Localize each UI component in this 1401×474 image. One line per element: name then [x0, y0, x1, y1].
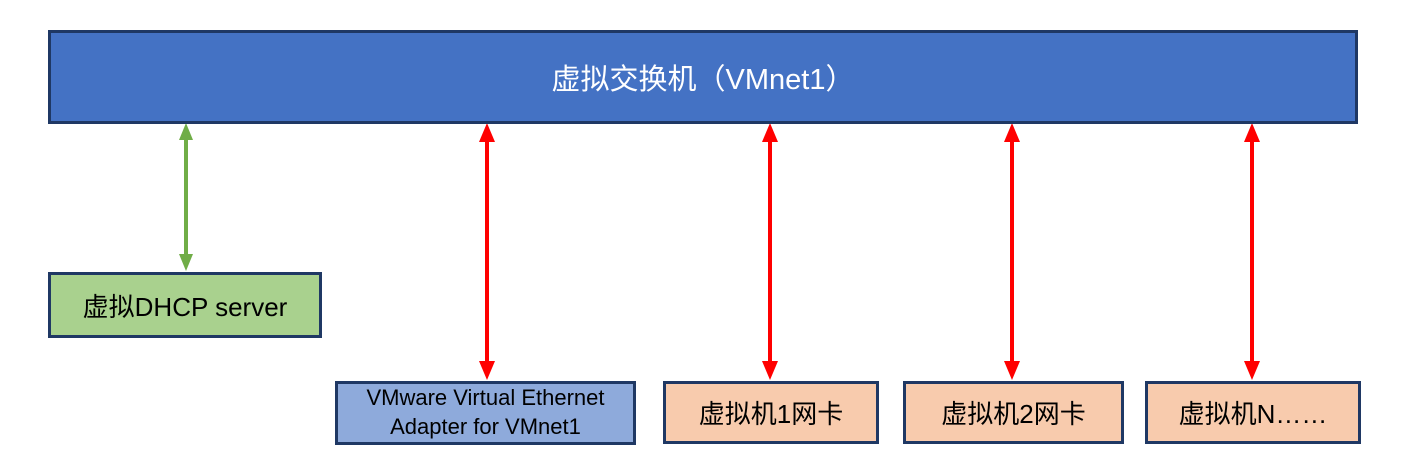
dhcp-server-node: 虚拟DHCP server	[48, 272, 322, 338]
vmN-link-arrow	[1244, 123, 1260, 380]
vmN-nic-node: 虚拟机N……	[1145, 381, 1361, 444]
vm1-link-arrow	[762, 123, 778, 380]
virtual-switch-label: 虚拟交换机（VMnet1）	[551, 64, 855, 96]
dhcp-arrow-head-top	[179, 123, 193, 140]
host-adapter-node: VMware Virtual Ethernet Adapter for VMne…	[335, 381, 636, 445]
adapter-link-arrow	[479, 123, 495, 380]
dhcp-link-arrow	[179, 123, 193, 271]
vm1-arrow-head-top	[762, 123, 778, 142]
vm2-nic-node: 虚拟机2网卡	[903, 381, 1124, 444]
dhcp-arrow-head-bottom	[179, 254, 193, 271]
adapter-arrow-head-bottom	[479, 361, 495, 380]
vm2-arrow-head-top	[1004, 123, 1020, 142]
host-adapter-label: VMware Virtual Ethernet Adapter for VMne…	[366, 385, 605, 439]
adapter-arrow-head-top	[479, 123, 495, 142]
vm1-arrow-head-bottom	[762, 361, 778, 380]
vmN-arrow-head-bottom	[1244, 361, 1260, 380]
vm2-arrow-head-bottom	[1004, 361, 1020, 380]
vm1-nic-node: 虚拟机1网卡	[663, 381, 879, 444]
vm1-nic-label: 虚拟机1网卡	[698, 399, 844, 429]
vmN-arrow-head-top	[1244, 123, 1260, 142]
vm2-nic-label: 虚拟机2网卡	[941, 399, 1086, 429]
dhcp-server-label: 虚拟DHCP server	[82, 291, 288, 322]
vm2-link-arrow	[1004, 123, 1020, 380]
vmN-nic-label: 虚拟机N……	[1178, 399, 1328, 429]
virtual-switch-node: 虚拟交换机（VMnet1）	[48, 30, 1358, 124]
